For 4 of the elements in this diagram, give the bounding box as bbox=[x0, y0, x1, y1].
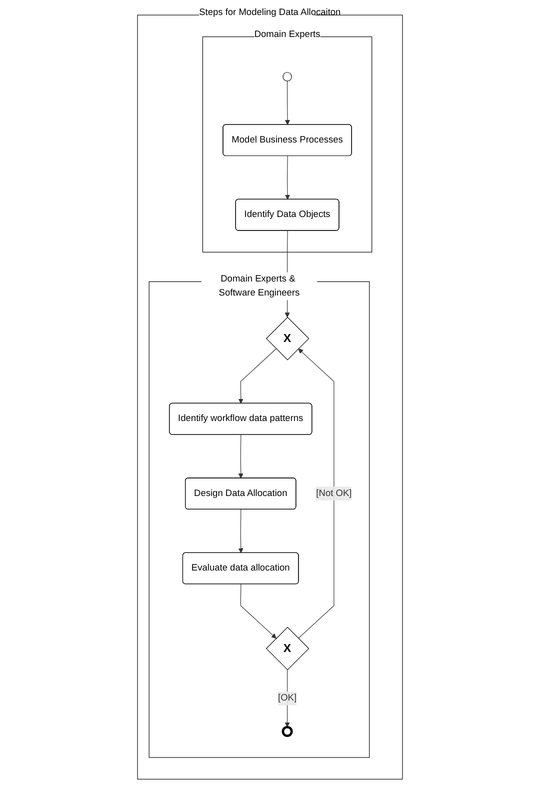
edge-label: [OK] bbox=[278, 693, 297, 704]
node-label: Steps for Modeling Data Allocaiton bbox=[199, 8, 341, 18]
edge-label: [Not OK] bbox=[316, 488, 352, 498]
node-label: Domain Experts bbox=[254, 29, 320, 40]
